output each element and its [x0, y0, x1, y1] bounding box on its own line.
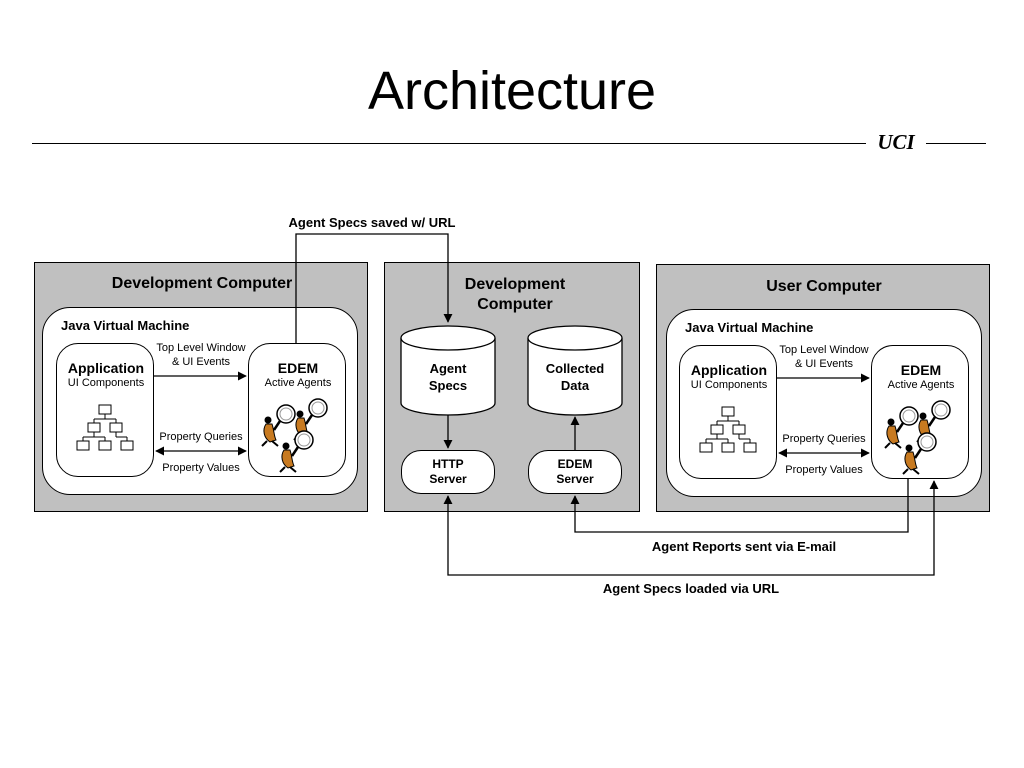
specs-saved-label: Agent Specs saved w/ URL [289, 215, 456, 230]
right-edem-title: EDEM [900, 362, 942, 378]
left-top-events-label-line2: & UI Events [171, 356, 231, 368]
right-top-events-label-line2: & UI Events [794, 358, 854, 370]
middle-panel-title-line2: Computer [477, 296, 553, 313]
middle-panel-title-line1: Development [464, 276, 566, 293]
right-edem-node: EDEM Active Agents [871, 345, 969, 479]
slide-title: Architecture [367, 61, 657, 121]
uci-logo-text: UCI [877, 130, 915, 154]
left-property-values-label: Property Values [162, 462, 240, 474]
right-jvm-label: Java Virtual Machine [685, 320, 814, 335]
http-server-node: HTTP Server [401, 450, 495, 494]
edem-server-label-line1: EDEM [557, 457, 593, 471]
left-edem-node: EDEM Active Agents [248, 343, 346, 477]
left-application-subtitle: UI Components [67, 377, 145, 389]
http-server-label-line2: Server [429, 472, 467, 486]
right-property-values-label: Property Values [785, 464, 863, 476]
specs-loaded-label: Agent Specs loaded via URL [603, 581, 779, 596]
right-application-subtitle: UI Components [690, 379, 768, 391]
header-rule-right [926, 143, 986, 144]
edem-server-label-line2: Server [556, 472, 594, 486]
right-edem-subtitle: Active Agents [887, 379, 955, 391]
right-top-events-label-line1: Top Level Window [779, 344, 869, 356]
left-edem-subtitle: Active Agents [264, 377, 332, 389]
http-server-label-line1: HTTP [432, 457, 464, 471]
left-edem-title: EDEM [277, 360, 319, 376]
left-property-queries-label: Property Queries [159, 431, 243, 443]
header-rule-left [32, 143, 866, 144]
right-application-title: Application [690, 362, 768, 378]
left-application-title: Application [67, 360, 145, 376]
left-top-events-label-line1: Top Level Window [156, 342, 246, 354]
left-jvm-label: Java Virtual Machine [61, 318, 190, 333]
right-property-queries-label: Property Queries [782, 433, 866, 445]
reports-email-label: Agent Reports sent via E-mail [652, 539, 836, 554]
edem-server-node: EDEM Server [528, 450, 622, 494]
right-panel-title: User Computer [766, 278, 882, 295]
right-application-node: Application UI Components [679, 345, 777, 479]
left-application-node: Application UI Components [56, 343, 154, 477]
left-panel-title: Development Computer [111, 275, 293, 292]
